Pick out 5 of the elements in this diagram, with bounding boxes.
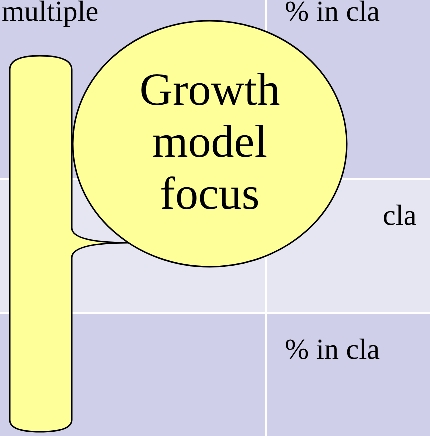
cell-text: % in cla xyxy=(285,0,380,28)
cell-text: cla xyxy=(383,200,417,232)
cell-text: multiple xyxy=(2,0,99,28)
callout-text: Growth model focus xyxy=(138,64,282,220)
cell-text: % in cla xyxy=(285,334,380,366)
